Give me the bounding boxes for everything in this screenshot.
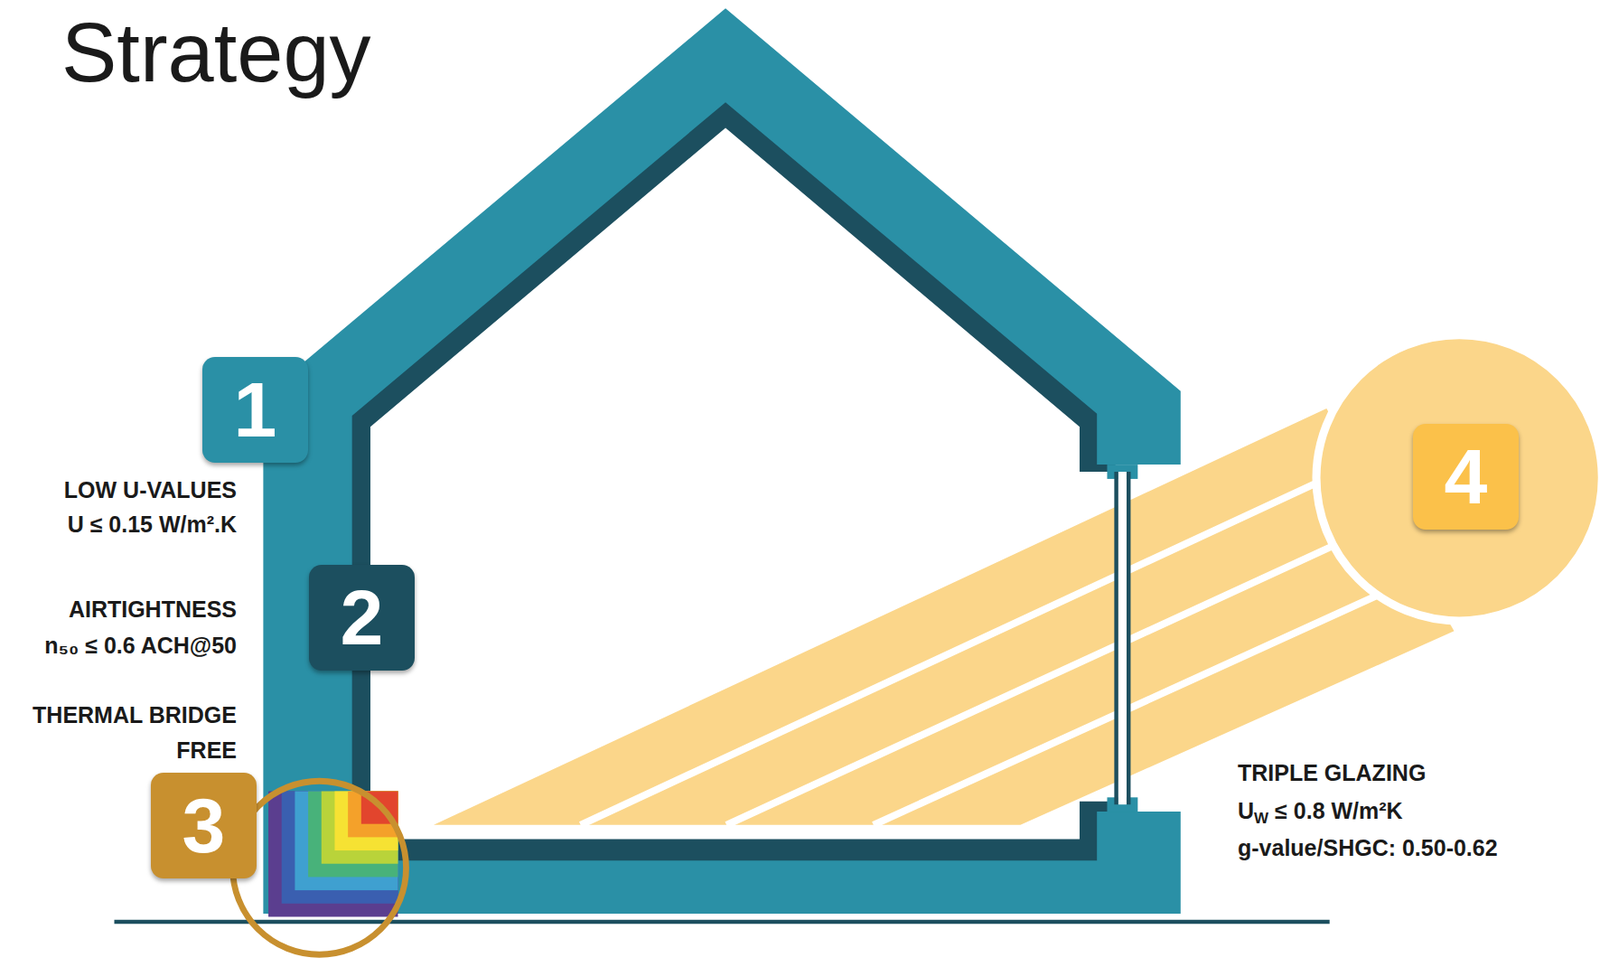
spec-label: n₅₀ ≤ 0.6 ACH@50 (44, 627, 237, 664)
sun (1316, 335, 1600, 621)
window-frame (1106, 464, 1138, 812)
gradient-band (321, 791, 399, 864)
gradient-band (308, 791, 398, 878)
callout-number: 4 (1444, 431, 1488, 522)
thermal-bridge-gradient (268, 791, 398, 917)
gradient-band (268, 791, 398, 917)
thermal-bridge-ring (233, 780, 407, 955)
subscript: W (1253, 809, 1269, 827)
spec-value: ≤ 0.8 W/m²K (1274, 797, 1404, 824)
symbol: U (1237, 797, 1254, 824)
gradient-band (334, 791, 398, 852)
spec-label: g-value/SHGC: 0.50-0.62 (1237, 830, 1498, 866)
spec-label: THERMAL BRIDGE FREE (28, 697, 237, 768)
slide-title: Strategy (61, 7, 372, 99)
sun-beam (433, 408, 1454, 825)
spec-label: TRIPLE GLAZING (1237, 755, 1426, 791)
callout-badge: 3 (150, 772, 257, 879)
callout-badge: 2 (308, 564, 415, 671)
spec-label: U ≤ 0.15 W/m².K (67, 506, 237, 543)
callout-number: 1 (233, 364, 278, 455)
spec-label: AIRTIGHTNESS (68, 591, 237, 627)
callout-number: 2 (340, 572, 384, 663)
callout-number: 3 (182, 780, 226, 871)
spec-line: UW ≤ 0.8 W/m²K (1237, 793, 1404, 829)
spec-label: LOW U-VALUES (64, 472, 237, 508)
callout-badge: 1 (202, 356, 309, 463)
ground-line (114, 919, 1330, 925)
callout-badge: 4 (1412, 423, 1519, 530)
